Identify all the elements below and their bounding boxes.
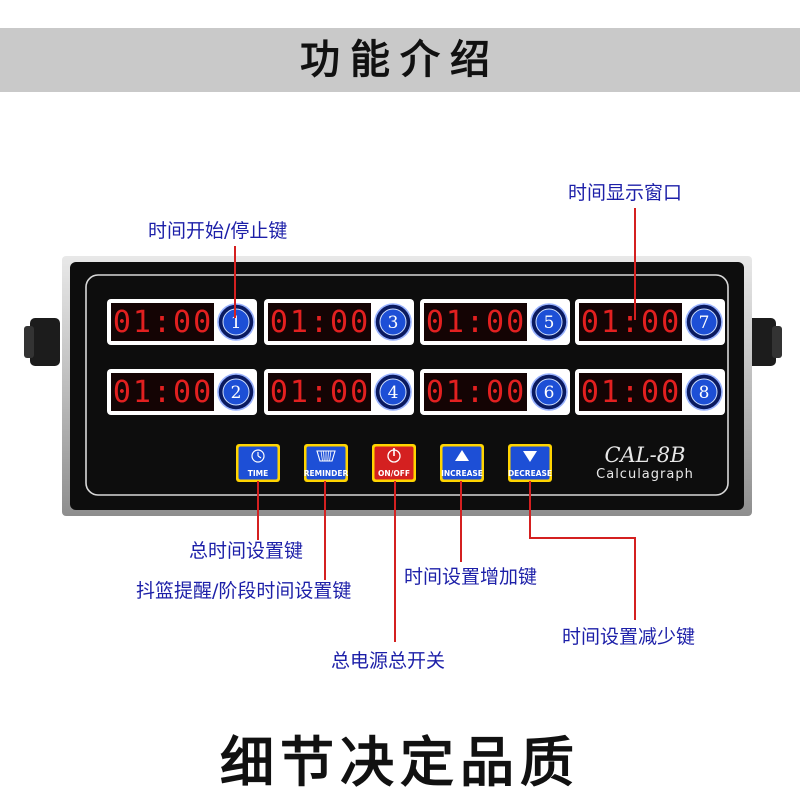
display-digits: 01:00 [426,375,526,410]
display-window [268,303,371,341]
button-label: INCREASE [441,469,483,478]
timer-key-7[interactable]: 7 [685,303,723,341]
timer-key-number: 1 [231,313,242,333]
on-off-button[interactable]: ON/OFF [372,444,416,482]
button-label: TIME [248,469,269,478]
display-window [579,373,682,411]
right-knob [746,318,782,366]
basket-icon [316,450,336,462]
left-knob [24,318,60,366]
label-reminder: 抖篮提醒/阶段时间设置键 [136,580,352,602]
decrease-button[interactable]: DECREASE [508,444,552,482]
timer-key-8[interactable]: 8 [685,373,723,411]
label-increase: 时间设置增加键 [404,566,538,588]
display-window [111,303,214,341]
display-digits: 01:00 [581,375,681,410]
leader-lines [234,208,636,642]
panel-border [85,274,729,496]
button-face [238,446,278,480]
display-digits: 01:00 [270,375,370,410]
display-window [424,303,527,341]
timer-key-number: 5 [544,313,555,333]
display-digits: 01:00 [581,305,681,340]
leader-decrease [529,481,636,620]
timer-key-number: 6 [544,383,555,403]
display-digits: 01:00 [270,305,370,340]
label-start-stop: 时间开始/停止键 [148,220,288,242]
timer-display-4: 01:00 4 [264,369,414,415]
display-window [268,373,371,411]
reminder-button[interactable]: REMINDER [304,444,349,482]
clock-icon [251,449,265,463]
button-face [510,446,550,480]
display-window [579,303,682,341]
increase-button[interactable]: INCREASE [440,444,484,482]
timer-key-6[interactable]: 6 [530,373,568,411]
timer-key-2[interactable]: 2 [217,373,255,411]
timer-display-8: 01:00 8 [575,369,725,415]
timer-key-3[interactable]: 3 [374,303,412,341]
button-label: ON/OFF [378,469,410,478]
timer-display-1: 01:00 1 [107,299,257,345]
triangle-up-icon [455,450,469,461]
button-face [306,446,346,480]
button-face [442,446,482,480]
button-label: REMINDER [304,469,349,478]
button-group: TIME REMINDER ON/OFF INCREASE DECREASE [236,444,552,482]
timer-key-number: 4 [388,383,399,403]
model-label: CAL-8B [604,443,685,467]
footer-slogan: 细节决定品质 [220,730,580,794]
power-icon [387,448,401,463]
time-button[interactable]: TIME [236,444,280,482]
timer-key-4[interactable]: 4 [374,373,412,411]
timer-key-number: 2 [231,383,242,403]
button-face [374,446,414,480]
label-decrease: 时间设置减少键 [562,626,696,648]
display-digits: 01:00 [426,305,526,340]
timer-display-7: 01:00 7 [575,299,725,345]
label-display-window: 时间显示窗口 [568,182,683,204]
timer-display-5: 01:00 5 [420,299,570,345]
brand-label: Calculagraph [596,467,694,482]
timer-display-6: 01:00 6 [420,369,570,415]
display-digits: 01:00 [113,375,213,410]
display-window [111,373,214,411]
page-title: 功能介绍 [300,36,500,83]
header-banner: 功能介绍 [0,28,800,92]
display-window [424,373,527,411]
timer-key-number: 3 [388,313,399,333]
timer-display-2: 01:00 2 [107,369,257,415]
display-digits: 01:00 [113,305,213,340]
triangle-down-icon [523,451,537,462]
timer-key-number: 8 [699,383,710,403]
timer-key-number: 7 [699,313,710,333]
button-label: DECREASE [508,469,552,478]
timer-key-5[interactable]: 5 [530,303,568,341]
label-total-time: 总时间设置键 [189,540,304,562]
label-power: 总电源总开关 [331,650,446,672]
timer-display-3: 01:00 3 [264,299,414,345]
